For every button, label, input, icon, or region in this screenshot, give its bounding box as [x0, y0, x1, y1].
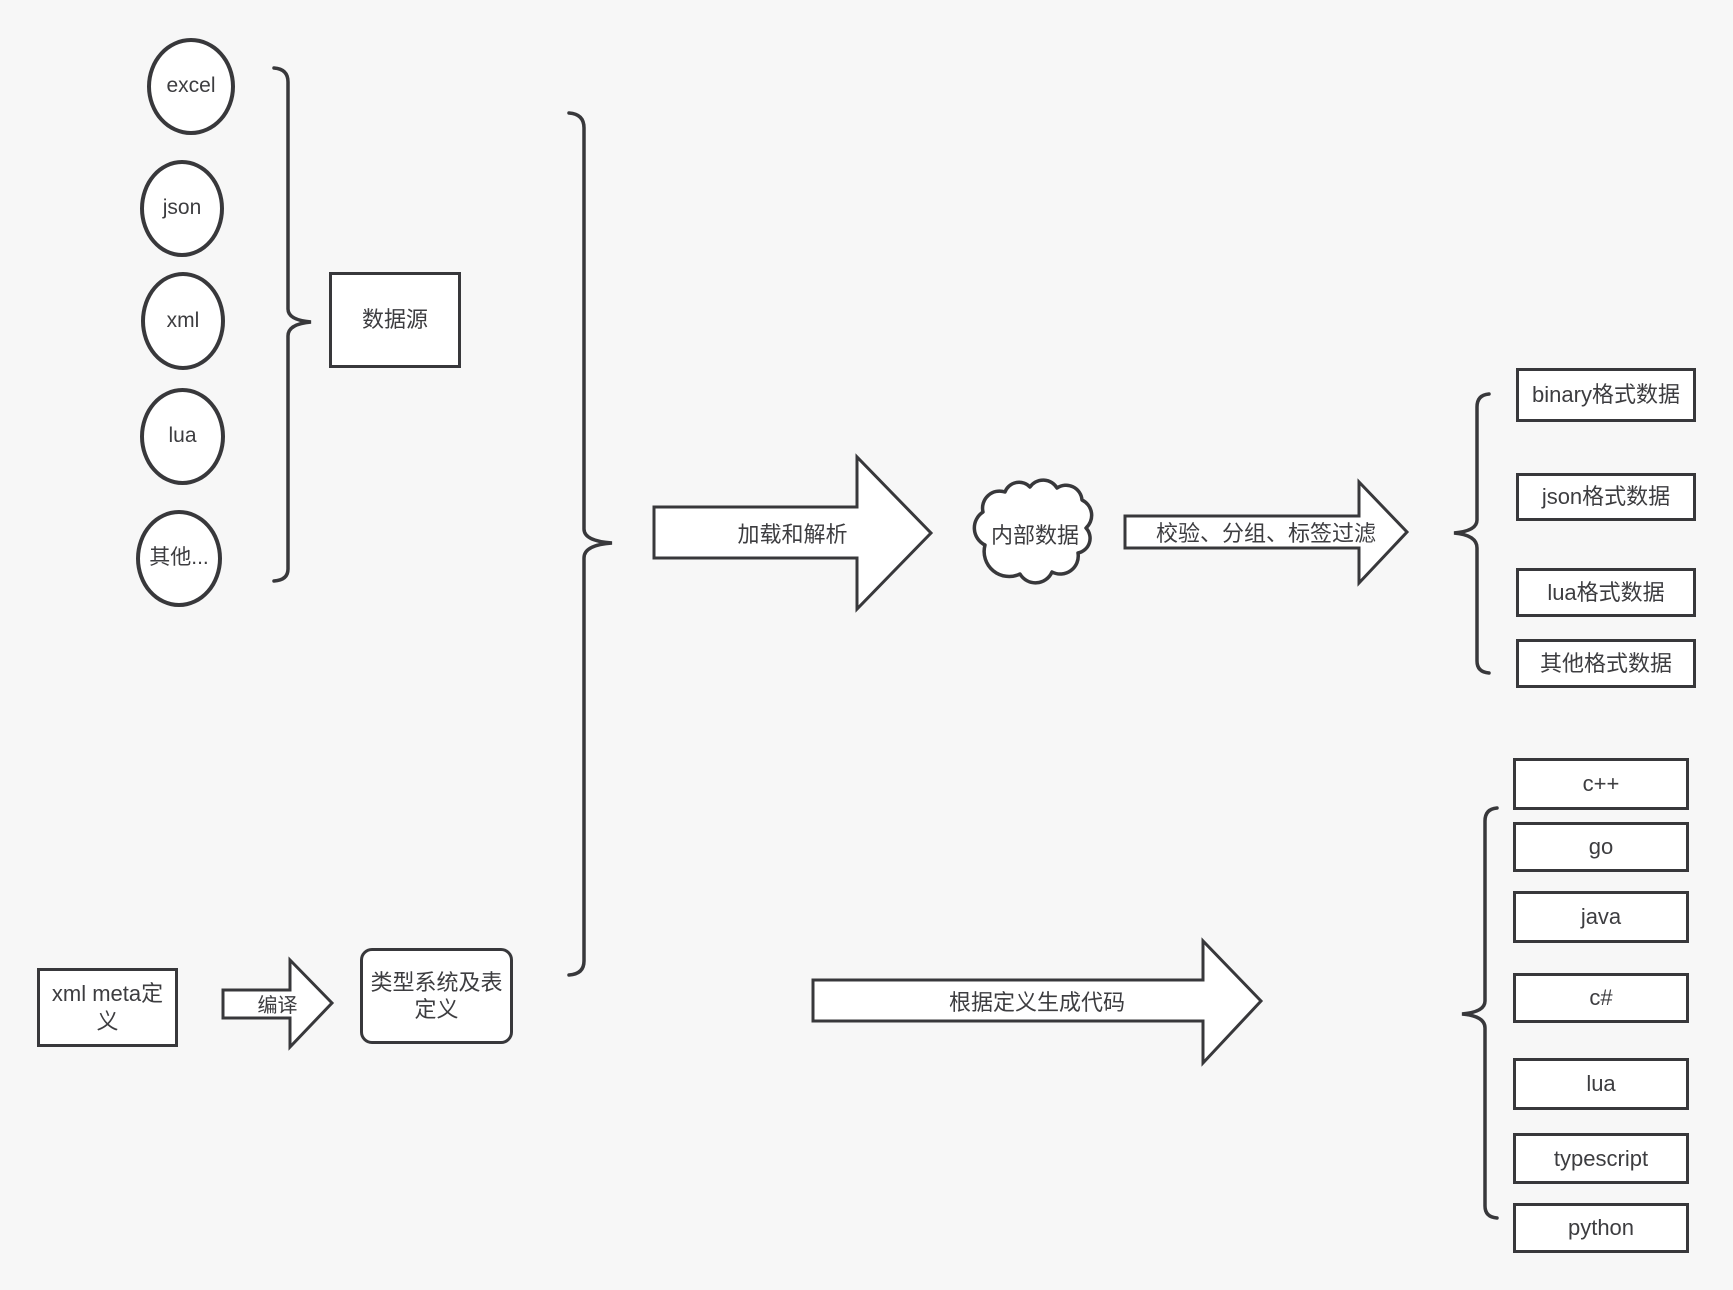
languages-brace: [1461, 806, 1499, 1220]
source-node-excel: excel: [147, 38, 235, 135]
xml-meta-box: xml meta定义: [37, 968, 178, 1047]
language-box-csharp: c#: [1513, 973, 1689, 1023]
generate-code-arrow: [811, 937, 1264, 1067]
formats-brace: [1453, 392, 1491, 675]
format-box-json: json格式数据: [1516, 473, 1696, 521]
format-box-other-label: 其他格式数据: [1539, 650, 1672, 676]
language-box-csharp-label: c#: [1589, 985, 1613, 1011]
type-system-box: 类型系统及表定义: [360, 948, 513, 1044]
language-box-go-label: go: [1588, 834, 1614, 860]
inputs-brace: [567, 111, 613, 977]
format-box-binary-label: binary格式数据: [1532, 382, 1680, 408]
type-system-label: 类型系统及表定义: [370, 969, 503, 1023]
language-box-cpp-label: c++: [1582, 771, 1620, 797]
filter-arrow: [1123, 478, 1410, 587]
source-node-lua-label: lua: [168, 424, 197, 448]
source-node-xml: xml: [141, 272, 225, 370]
format-box-other: 其他格式数据: [1516, 639, 1696, 688]
source-node-other-label: 其他...: [149, 546, 209, 570]
language-box-java-label: java: [1580, 904, 1622, 930]
format-box-json-label: json格式数据: [1541, 484, 1671, 510]
source-node-json-label: json: [162, 196, 202, 220]
datasource-group-label: 数据源: [361, 307, 428, 333]
compile-arrow: [221, 956, 335, 1051]
format-box-lua: lua格式数据: [1516, 568, 1696, 617]
language-box-lua: lua: [1513, 1058, 1689, 1110]
xml-meta-label: xml meta定义: [51, 981, 164, 1034]
language-box-go: go: [1513, 822, 1689, 872]
internal-data-cloud: [972, 478, 1094, 585]
source-node-lua: lua: [140, 388, 225, 485]
source-node-excel-label: excel: [166, 74, 216, 98]
sources-brace: [272, 66, 312, 583]
language-box-lua-label: lua: [1586, 1071, 1616, 1097]
source-node-xml-label: xml: [166, 308, 200, 332]
language-box-python: python: [1513, 1203, 1689, 1253]
format-box-lua-label: lua格式数据: [1547, 579, 1665, 605]
language-box-typescript: typescript: [1513, 1133, 1689, 1184]
language-box-python-label: python: [1567, 1215, 1635, 1241]
language-box-cpp: c++: [1513, 758, 1689, 810]
source-node-other: 其他...: [136, 510, 222, 607]
format-box-binary: binary格式数据: [1516, 368, 1696, 422]
load-parse-arrow: [652, 453, 934, 613]
source-node-json: json: [140, 160, 224, 257]
language-box-java: java: [1513, 891, 1689, 943]
language-box-typescript-label: typescript: [1553, 1145, 1649, 1171]
datasource-group-box: 数据源: [329, 272, 461, 368]
